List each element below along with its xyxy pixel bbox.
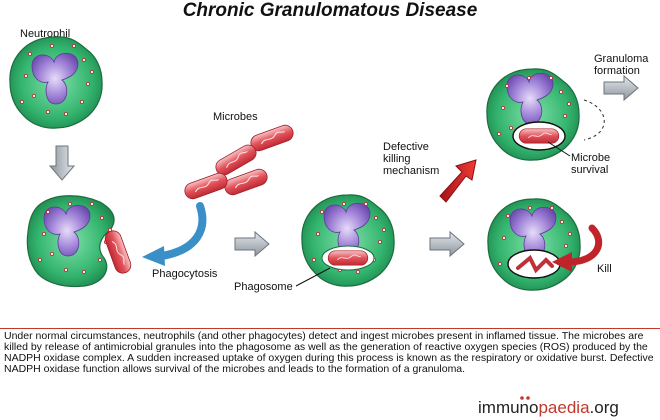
label-survival-line1: Microbe <box>571 152 610 164</box>
cgd-diagram: Chronic Granulomatous Disease Neutrophil… <box>9 0 649 293</box>
right-arrow <box>429 231 465 257</box>
label-kill: Kill <box>597 263 612 275</box>
engulfing-neutrophil <box>26 195 115 288</box>
phagocytosis-curve-arrow <box>158 202 207 260</box>
phagosome-cell <box>301 194 395 287</box>
divider-line <box>0 328 660 329</box>
kill-curve-arrow <box>564 224 603 266</box>
down-arrow <box>49 145 75 181</box>
label-microbes: Microbes <box>213 111 258 123</box>
survival-pointer <box>547 141 571 157</box>
microbe-survival-cell <box>486 68 580 161</box>
label-granuloma-line2: formation <box>594 65 640 77</box>
label-defective-line2: killing <box>383 153 411 165</box>
microbe <box>102 228 134 276</box>
phagosome-pointer <box>295 267 331 287</box>
dashed-outline <box>583 99 605 141</box>
granuloma-arrow <box>603 75 639 101</box>
neutrophil-cell <box>9 36 103 129</box>
defective-red-arrow <box>439 159 477 203</box>
immunopaedia-logo: immunopaedia.org <box>478 396 619 417</box>
kill-cell <box>487 198 581 291</box>
label-survival-line2: survival <box>571 164 608 176</box>
diagram-title: Chronic Granulomatous Disease <box>183 0 478 21</box>
logo-text: immunopaedia.org <box>478 398 619 417</box>
label-granuloma-line1: Granuloma <box>594 53 649 65</box>
microbe <box>248 122 296 154</box>
microbe <box>182 170 230 202</box>
label-phagosome: Phagosome <box>234 281 293 293</box>
label-defective-line1: Defective <box>383 141 429 153</box>
label-phagocytosis: Phagocytosis <box>152 268 218 280</box>
right-arrow <box>234 231 270 257</box>
caption-text: Under normal circumstances, neutrophils … <box>4 330 654 375</box>
label-defective-line3: mechanism <box>383 165 439 177</box>
kill-arrowhead <box>552 252 572 272</box>
microbe-group <box>182 122 296 202</box>
phagocytosis-arrowhead <box>142 246 165 266</box>
